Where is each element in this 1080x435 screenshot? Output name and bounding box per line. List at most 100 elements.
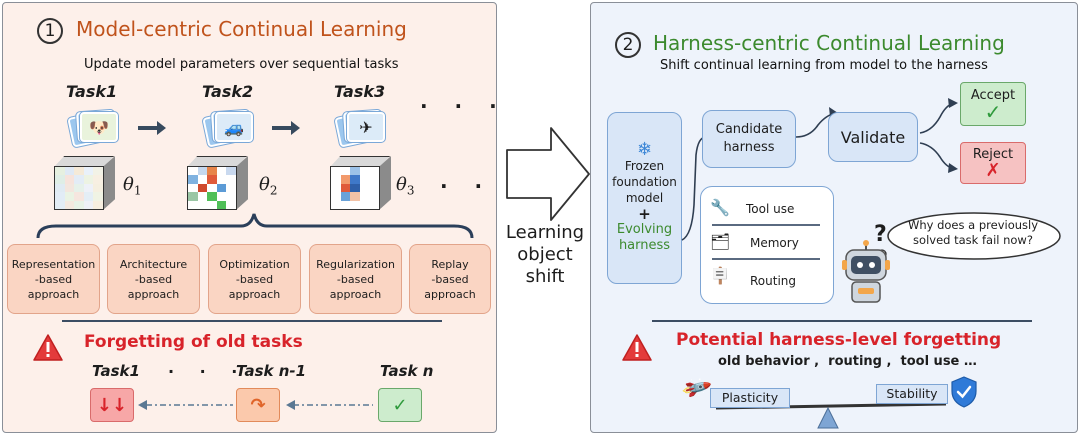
task-arrow-icon (272, 121, 300, 135)
parameter-cell (83, 175, 94, 184)
step-number-1: 1 (37, 18, 63, 44)
memory-label: Memory (750, 236, 799, 250)
shield-check-icon (951, 376, 977, 408)
section-divider (62, 320, 442, 322)
parameter-cell (55, 200, 65, 209)
forgetting-title: Forgetting of old tasks (84, 332, 303, 352)
step-number-2: 2 (615, 32, 641, 58)
parameter-cell (207, 192, 217, 201)
parameter-cell (55, 167, 65, 176)
parameter-cube-3 (330, 156, 392, 210)
theta-1: θ1 (123, 174, 142, 198)
parameter-cell (359, 183, 370, 193)
parameter-cube-2 (187, 156, 249, 210)
signpost-icon: 🪧 (710, 266, 730, 285)
parameter-cell (369, 183, 379, 193)
tools-divider (712, 224, 820, 226)
candidate-harness-box: Candidate harness (702, 110, 796, 168)
parameter-cell (359, 167, 370, 176)
bottom-task-n-1-label: Task n-1 (236, 362, 307, 380)
theta-2: θ2 (259, 174, 278, 198)
tool-use-label: Tool use (746, 202, 795, 216)
parameter-cell (74, 183, 84, 193)
parameter-cell (207, 175, 217, 184)
parameter-cell (359, 192, 370, 201)
parameter-cell (359, 200, 370, 209)
parameter-cell (93, 200, 103, 209)
parameter-cell (216, 192, 227, 201)
parameter-cell (55, 183, 65, 193)
parameter-cube-1 (54, 156, 116, 210)
parameter-cell (350, 175, 360, 184)
parameter-cell (331, 167, 341, 176)
parameter-cell (331, 192, 341, 201)
parameter-cell (350, 200, 360, 209)
parameter-cell (74, 192, 84, 201)
parameter-cell (93, 192, 103, 201)
parameter-cell (188, 192, 198, 201)
task-2-label: Task2 (202, 82, 254, 101)
parameter-cell (64, 200, 75, 209)
regularization-approach-box: Regularization -based approach (309, 244, 402, 314)
parameter-cell (188, 167, 198, 176)
harness-tools-box (700, 186, 834, 304)
forgetting-behaviors-list: old behavior , routing , tool use … (718, 354, 977, 369)
parameter-cell (226, 175, 236, 184)
parameter-cell (197, 183, 208, 193)
more-tasks-dots: · · · (420, 94, 507, 118)
accept-box: Accept ✓ (960, 82, 1026, 126)
parameter-cell (340, 167, 351, 176)
dash-arrows (138, 400, 373, 410)
warning-icon (33, 334, 63, 361)
parameter-cell (83, 192, 94, 201)
checkmark-icon: ✓ (378, 388, 422, 422)
validate-box: Validate (828, 112, 918, 162)
parameter-cell (350, 183, 360, 193)
parameter-cell (216, 175, 227, 184)
car-image-icon: 🚙 (202, 108, 253, 148)
parameter-cell (74, 175, 84, 184)
plasticity-label: Plasticity (710, 388, 790, 408)
approach-brace (36, 213, 474, 239)
parameter-cell (226, 192, 236, 201)
optimization-approach-box: Optimization -based approach (208, 244, 301, 314)
parameter-cell (226, 200, 236, 209)
representation-approach-box: Representation -based approach (7, 244, 100, 314)
snowflake-icon: ❄ (636, 139, 653, 160)
replay-approach-box: Replay -based approach (409, 244, 491, 314)
bottom-task-1-label: Task1 (92, 362, 140, 380)
accept-check-icon: ✓ (984, 100, 1002, 124)
routing-label: Routing (750, 274, 797, 288)
architecture-approach-box: Architecture -based approach (107, 244, 200, 314)
parameter-cell (55, 192, 65, 201)
harness-centric-subtitle: Shift continual learning from model to t… (660, 58, 988, 73)
warning-icon (622, 334, 652, 361)
parameter-cell (64, 192, 75, 201)
tools-divider (712, 258, 820, 260)
parameter-cell (369, 167, 379, 176)
learning-object-shift-label: Learning object shift (505, 222, 585, 287)
parameter-cell (74, 167, 84, 176)
frozen-model-evolving-harness-box: ❄ Frozen foundation model + Evolving har… (607, 112, 682, 284)
parameter-cell (188, 183, 198, 193)
reject-x-icon: ✗ (985, 160, 1001, 181)
parameter-cell (64, 183, 75, 193)
big-shift-arrow-icon (506, 127, 590, 221)
airplane-image-icon: ✈ (334, 108, 385, 148)
model-centric-panel (2, 2, 497, 433)
parameter-cell (93, 167, 103, 176)
parameter-cell (197, 200, 208, 209)
harness-centric-title: Harness-centric Continual Learning (653, 31, 1005, 55)
parameter-cell (359, 175, 370, 184)
forgotten-down-arrows-icon: ↓↓ (90, 388, 134, 422)
dog-image-icon: 🐶 (67, 108, 118, 148)
parameter-cell (197, 192, 208, 201)
thought-bubble-text: Why does a previously solved task fail n… (907, 218, 1039, 247)
reject-box: Reject ✗ (960, 142, 1026, 184)
parameter-cell (83, 167, 94, 176)
task-1-label: Task1 (66, 82, 118, 101)
parameter-cell (216, 200, 227, 209)
model-centric-subtitle: Update model parameters over sequential … (84, 57, 399, 72)
parameter-cell (207, 200, 217, 209)
parameter-cell (197, 167, 208, 176)
